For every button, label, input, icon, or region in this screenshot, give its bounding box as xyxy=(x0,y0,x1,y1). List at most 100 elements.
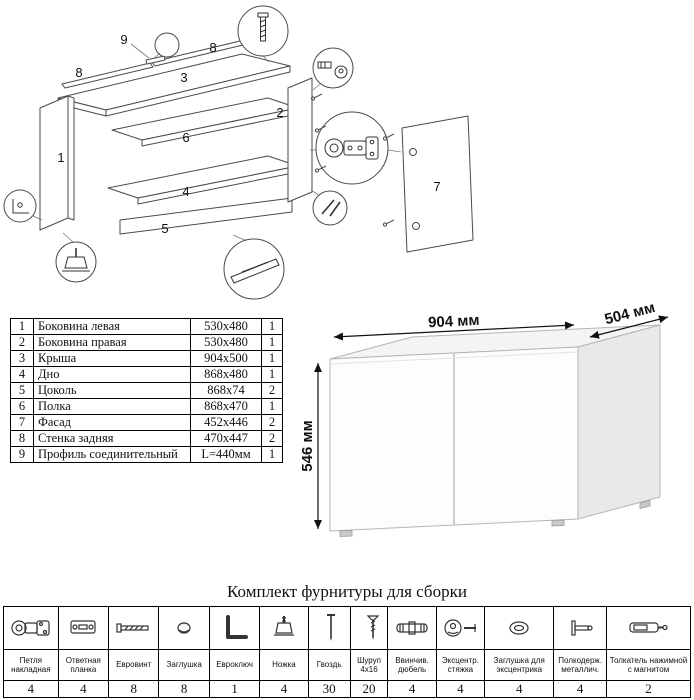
part-number: 1 xyxy=(10,318,34,335)
foot-detail-circle xyxy=(55,241,97,283)
part-number: 6 xyxy=(10,398,34,415)
part-label-7: 7 xyxy=(433,179,440,194)
right-side-panel xyxy=(287,77,313,203)
hardware-icons-row xyxy=(3,606,692,650)
part-qty: 2 xyxy=(261,382,283,399)
width-dimension-label: 904 мм xyxy=(428,312,480,331)
part-size: L=440мм xyxy=(190,446,262,463)
parts-table-row: 7 Фасад 452x446 2 xyxy=(10,414,283,431)
cabinet-foot xyxy=(551,519,565,527)
part-name: Дно xyxy=(33,366,191,383)
hardware-item-qty: 2 xyxy=(605,680,692,698)
part-name: Боковина левая xyxy=(33,318,191,335)
hardware-item-qty: 30 xyxy=(307,680,351,698)
part-name: Крыша xyxy=(33,350,191,367)
hardware-item-name: Ответная планка xyxy=(57,649,110,681)
part-name: Стенка задняя xyxy=(33,430,191,447)
screw-dowel-icon xyxy=(396,621,428,635)
hardware-item-qty: 4 xyxy=(484,680,555,698)
part-qty: 1 xyxy=(261,446,283,463)
depth-dimension-label: 504 мм xyxy=(603,299,657,328)
hardware-kit-title: Комплект фурнитуры для сборки xyxy=(227,582,467,601)
assembled-cabinet-view: 904 мм 504 мм 546 мм xyxy=(300,299,669,537)
part-size: 904x500 xyxy=(190,350,262,367)
confirmat-screw-icon xyxy=(116,623,149,633)
hardware-item-name: Ножка xyxy=(259,649,309,681)
part-name: Полка xyxy=(33,398,191,415)
parts-table-row: 6 Полка 868x470 1 xyxy=(10,398,283,415)
part-number: 8 xyxy=(10,430,34,447)
parts-table-row: 2 Боковина правая 530x480 1 xyxy=(10,334,283,351)
hardware-item-qty: 8 xyxy=(158,680,210,698)
parts-table-row: 8 Стенка задняя 470x447 2 xyxy=(10,430,283,447)
part-label-9: 9 xyxy=(120,32,127,47)
push-latch-icon xyxy=(629,622,669,633)
profile-detail-circle xyxy=(154,32,180,58)
cap-icon xyxy=(177,622,191,634)
hardware-item-name: Заглушка xyxy=(158,649,210,681)
hardware-item-name: Полкодерж. металлич. xyxy=(553,649,607,681)
hardware-table: Петля накладная Ответная планка Евровинт… xyxy=(3,606,692,698)
part-size: 868x470 xyxy=(190,398,262,415)
hardware-item-name: Толкатель нажимной с магнитом xyxy=(605,649,692,681)
screw-icon xyxy=(366,615,380,640)
hardware-item-name: Эксцентр. стяжка xyxy=(435,649,486,681)
parts-table-row: 1 Боковина левая 530x480 1 xyxy=(10,318,283,335)
shelf-pin-icon xyxy=(571,620,593,636)
part-number: 4 xyxy=(10,366,34,383)
hardware-item-name: Петля накладная xyxy=(3,649,59,681)
parts-table-row: 5 Цоколь 868x74 2 xyxy=(10,382,283,399)
cabinet-foot xyxy=(339,530,353,537)
part-size: 868x74 xyxy=(190,382,262,399)
exploded-view-diagram: 9 8 8 3 1 6 2 4 5 7 xyxy=(3,5,474,300)
hardware-item-qty: 8 xyxy=(108,680,160,698)
part-label-2: 2 xyxy=(276,105,283,120)
depth-dimension-arrow xyxy=(589,315,669,339)
width-dimension-arrow xyxy=(333,321,575,341)
hardware-item-qty: 1 xyxy=(208,680,261,698)
part-label-3: 3 xyxy=(180,70,187,85)
part-number: 3 xyxy=(10,350,34,367)
part-qty: 1 xyxy=(261,350,283,367)
hardware-item-qty: 4 xyxy=(553,680,607,698)
hardware-item-name: Евроключ xyxy=(208,649,261,681)
hardware-qtys-row: 4 4 8 8 1 4 30 20 4 4 4 4 2 xyxy=(3,680,692,698)
part-number: 5 xyxy=(10,382,34,399)
part-size: 868x480 xyxy=(190,366,262,383)
part-number: 7 xyxy=(10,414,34,431)
part-qty: 1 xyxy=(261,366,283,383)
parts-table-row: 3 Крыша 904x500 1 xyxy=(10,350,283,367)
foot-icon xyxy=(273,616,294,636)
plinth-panel xyxy=(119,197,293,235)
profile-section-detail-circle xyxy=(3,189,37,223)
part-qty: 2 xyxy=(261,430,283,447)
part-number: 9 xyxy=(10,446,34,463)
part-name: Боковина правая xyxy=(33,334,191,351)
part-label-6: 6 xyxy=(182,130,189,145)
nail-icon xyxy=(326,614,335,641)
hardware-item-qty: 4 xyxy=(57,680,110,698)
hardware-item-qty: 4 xyxy=(435,680,486,698)
hardware-item-qty: 4 xyxy=(259,680,309,698)
part-size: 530x480 xyxy=(190,318,262,335)
hardware-item-qty: 4 xyxy=(387,680,437,698)
part-qty: 1 xyxy=(261,334,283,351)
part-number: 2 xyxy=(10,334,34,351)
part-label-5: 5 xyxy=(161,221,168,236)
parts-table-row: 4 Дно 868x480 1 xyxy=(10,366,283,383)
part-name: Профиль соединительный xyxy=(33,446,191,463)
part-qty: 1 xyxy=(261,398,283,415)
parts-table-row: 9 Профиль соединительный L=440мм 1 xyxy=(10,446,283,463)
screws-detail-circle xyxy=(312,190,348,226)
part-label-8b: 8 xyxy=(209,40,216,55)
hardware-item-name: Ввинчив. дюбель xyxy=(387,649,437,681)
part-qty: 2 xyxy=(261,414,283,431)
part-size: 452x446 xyxy=(190,414,262,431)
cabinet-foot xyxy=(639,499,651,510)
hardware-item-name: Шуруп 4x16 xyxy=(349,649,389,681)
hardware-item-qty: 4 xyxy=(3,680,59,698)
back-panel-left xyxy=(61,62,154,89)
cabinet-side-face xyxy=(577,324,661,520)
parts-table: 1 Боковина левая 530x480 1 2 Боковина пр… xyxy=(10,318,283,463)
part-label-1: 1 xyxy=(57,150,64,165)
